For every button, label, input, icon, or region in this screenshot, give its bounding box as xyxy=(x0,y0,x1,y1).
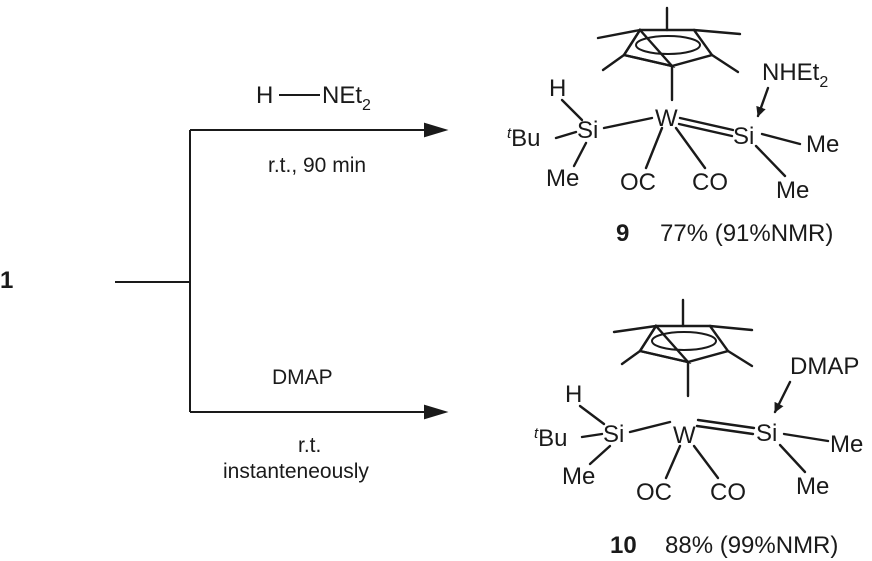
upper-reagent-h: H xyxy=(256,82,273,109)
si-right-10: Si xyxy=(756,420,777,447)
me-left-10: Me xyxy=(562,463,595,490)
product-9-number: 9 xyxy=(616,220,629,247)
lower-arrow xyxy=(190,404,449,420)
si-right-9: Si xyxy=(733,123,754,150)
donor-nhet2: NHEt2 xyxy=(762,59,828,91)
cp-star-ring-9 xyxy=(596,6,742,102)
co-9: CO xyxy=(692,169,728,196)
oc-9: OC xyxy=(620,169,656,196)
me-right-upper-9: Me xyxy=(806,131,839,158)
tbu-10: tBu xyxy=(534,425,568,452)
me-left-9: Me xyxy=(546,165,579,192)
upper-reagent: H NEt2 xyxy=(256,82,371,114)
product-10-number: 10 xyxy=(610,532,637,559)
metal-w-10: W xyxy=(673,422,696,449)
si-left-9: Si xyxy=(577,117,598,144)
product-10-yield: 88% (99%NMR) xyxy=(665,532,838,559)
oc-10: OC xyxy=(636,479,672,506)
tbu-9: tBu xyxy=(507,125,541,152)
h-left-10: H xyxy=(565,381,582,408)
co-10: CO xyxy=(710,479,746,506)
si-left-10: Si xyxy=(603,421,624,448)
lower-reagent: DMAP xyxy=(272,366,333,389)
product-9-structure: W Si H tBu Me Si NHEt2 Me Me OC CO xyxy=(507,6,839,204)
product-10-structure: W Si H tBu Me Si DMAP Me Me OC CO xyxy=(534,298,863,506)
upper-reagent-amine: NEt2 xyxy=(322,82,371,114)
upper-condition: r.t., 90 min xyxy=(268,154,366,177)
upper-arrow xyxy=(190,122,449,138)
metal-w-9: W xyxy=(655,105,678,132)
cp-star-ring-10 xyxy=(612,298,754,398)
me-right-upper-10: Me xyxy=(830,431,863,458)
h-left-9: H xyxy=(549,75,566,102)
me-right-lower-10: Me xyxy=(796,473,829,500)
lower-condition-2: instanteneously xyxy=(223,460,369,483)
donor-dmap: DMAP xyxy=(790,353,859,380)
me-right-lower-9: Me xyxy=(776,177,809,204)
product-9-yield: 77% (91%NMR) xyxy=(660,220,833,247)
lower-condition-1: r.t. xyxy=(298,434,321,457)
start-compound-label: 1 xyxy=(0,267,13,294)
branch-arrows xyxy=(115,122,449,420)
